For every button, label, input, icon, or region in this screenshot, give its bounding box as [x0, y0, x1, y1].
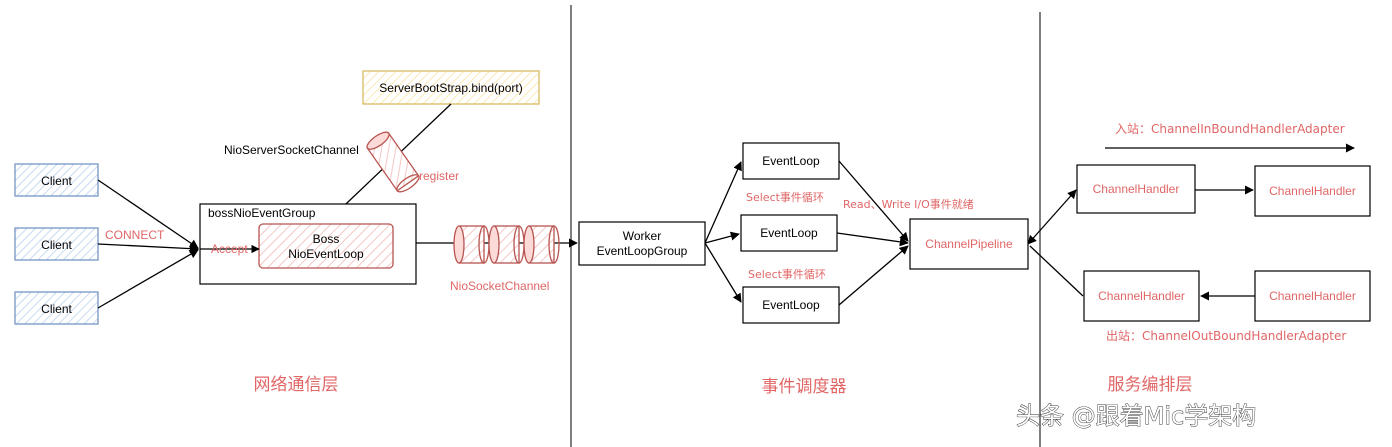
boss-group-label: bossNioEventGroup [208, 206, 316, 220]
client-box-2: Client [14, 227, 99, 261]
arrow-pipeline-inbound [1027, 189, 1077, 245]
channel-pipeline-label: ChannelPipeline [925, 237, 1013, 251]
client-box-3: Client [14, 291, 99, 325]
client-label-2: Client [41, 238, 72, 252]
server-bootstrap-label: ServerBootStrap.bind(port) [379, 81, 522, 95]
inbound-handler-label-2: ChannelHandler [1269, 184, 1356, 198]
event-loop-box-2: EventLoop [740, 214, 838, 252]
dispatch-layer-title: 事件调度器 [762, 377, 847, 397]
arrow-worker-loop3 [704, 242, 742, 303]
arrow-worker-loop2 [704, 231, 740, 244]
inbound-handler-label-1: ChannelHandler [1093, 182, 1180, 196]
watermark: 头条 @跟着Mic学架构 [1016, 402, 1256, 430]
outbound-handler-box-1: ChannelHandler [1083, 270, 1200, 322]
select-loop-label-2: Select事件循环 [748, 268, 826, 281]
worker-group-box: Worker EventLoopGroup [578, 221, 706, 266]
event-loop-label-1: EventLoop [762, 154, 820, 168]
arrow-worker-loop1 [704, 161, 742, 244]
server-bootstrap-box: ServerBootStrap.bind(port) [362, 70, 540, 105]
inbound-handler-box-1: ChannelHandler [1076, 164, 1196, 214]
socket-channel-icon-3 [523, 225, 560, 264]
client-box-1: Client [14, 163, 99, 197]
channel-pipeline-box: ChannelPipeline [909, 218, 1029, 270]
client-label-1: Client [41, 174, 72, 188]
nio-socket-channel-label: NioSocketChannel [450, 279, 549, 293]
arrow-client3-boss [97, 249, 199, 309]
arrow-loop1-pipeline [838, 160, 909, 242]
arrow-loop3-pipeline [838, 245, 909, 306]
register-label: register [419, 169, 459, 183]
read-write-label: Read、Write I/O事件就绪 [843, 197, 974, 211]
outbound-label: 出站：ChannelOutBoundHandlerAdapter [1106, 329, 1346, 343]
event-loop-box-3: EventLoop [742, 286, 840, 324]
inbound-handler-box-2: ChannelHandler [1254, 165, 1371, 217]
outbound-handler-box-2: ChannelHandler [1254, 270, 1371, 322]
arrow-client2-boss [97, 243, 199, 254]
outbound-handler-label-2: ChannelHandler [1269, 289, 1356, 303]
nio-server-socket-channel-label: NioServerSocketChannel [224, 143, 359, 157]
register-channel-icon [366, 131, 420, 193]
boss-loop-label-1: Boss [313, 232, 340, 246]
socket-channel-icon-1 [453, 225, 490, 264]
inbound-label: 入站：ChannelInBoundHandlerAdapter [1115, 122, 1345, 136]
worker-label-1: Worker [623, 229, 661, 243]
outbound-handler-label-1: ChannelHandler [1098, 289, 1185, 303]
arrow-client1-boss [97, 179, 199, 249]
boss-loop-label-2: NioEventLoop [288, 247, 364, 261]
socket-channel-icon-2 [488, 225, 525, 264]
select-loop-label-1: Select事件循环 [746, 191, 824, 204]
network-layer-title: 网络通信层 [254, 375, 339, 395]
connect-label: CONNECT [105, 228, 165, 242]
service-layer-title: 服务编排层 [1108, 375, 1193, 395]
worker-label-2: EventLoopGroup [597, 244, 688, 258]
boss-event-loop-box: Boss NioEventLoop [258, 223, 394, 269]
event-loop-label-3: EventLoop [762, 298, 820, 312]
event-loop-label-2: EventLoop [760, 226, 818, 240]
arrow-pipeline-outbound [1029, 245, 1084, 297]
arrow-loop2-pipeline [836, 232, 909, 247]
client-label-3: Client [41, 302, 72, 316]
accept-label: Accept [211, 242, 248, 256]
event-loop-box-1: EventLoop [742, 142, 840, 180]
